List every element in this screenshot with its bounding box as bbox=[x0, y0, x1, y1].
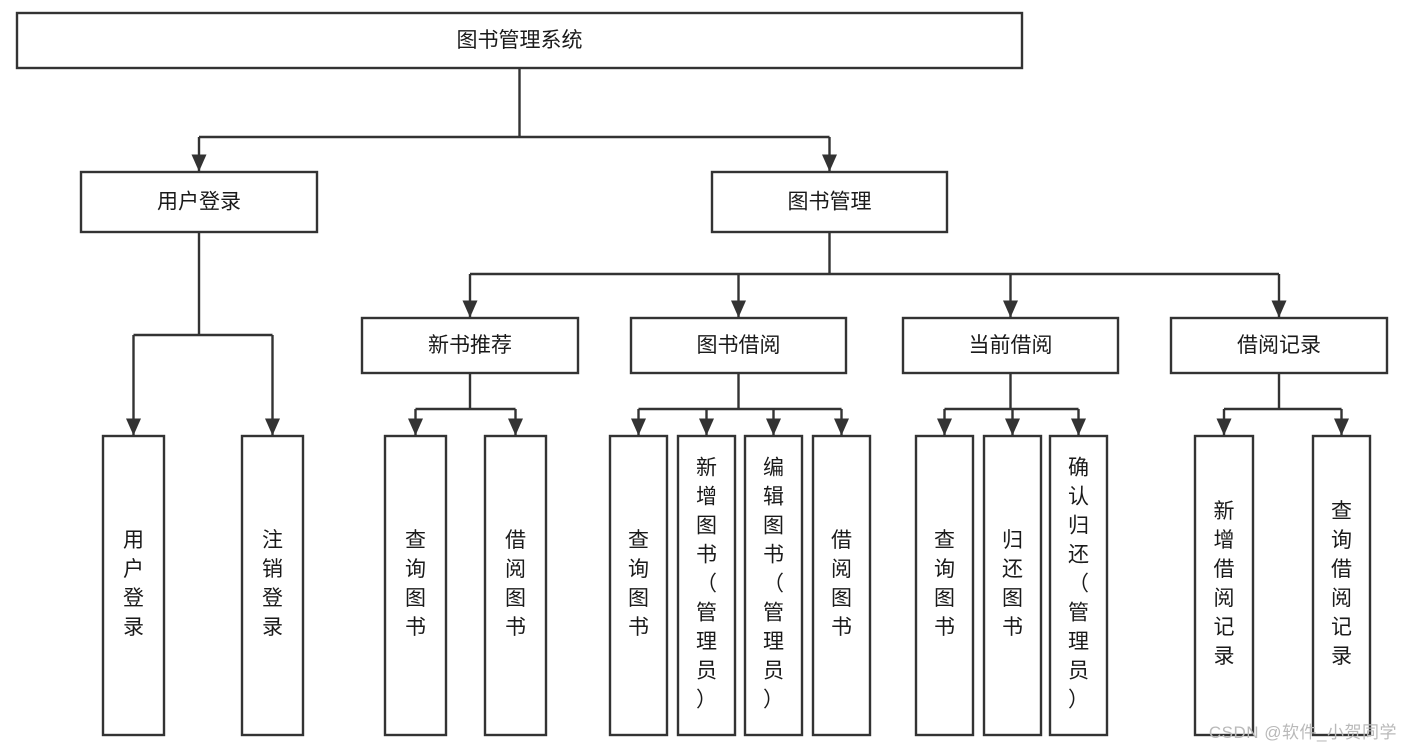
arrow-head-l3-0-0 bbox=[408, 418, 423, 436]
node-current-borrow[interactable]: 当前借阅 bbox=[901, 316, 1120, 375]
node-leaf-borrow-book-1[interactable]: 借阅图书 bbox=[483, 434, 548, 737]
arrow-head-l3-1-1 bbox=[699, 418, 714, 436]
node-box-book-manage bbox=[710, 170, 949, 234]
node-leaf-add-book-admin[interactable]: 新增图书（管理员） bbox=[676, 434, 737, 737]
node-box-leaf-query-book-2 bbox=[608, 434, 669, 737]
csdn-watermark: CSDN @软件_小贺同学 bbox=[1208, 723, 1397, 742]
arrow-head-book-manage-3 bbox=[1271, 300, 1287, 318]
node-box-borrow-record bbox=[1169, 316, 1389, 375]
node-box-leaf-add-book-admin bbox=[676, 434, 737, 737]
node-box-leaf-confirm-return-admin bbox=[1048, 434, 1109, 737]
node-user-login[interactable]: 用户登录 bbox=[79, 170, 319, 234]
edges-layer bbox=[126, 68, 1349, 436]
arrow-head-l3-2-2 bbox=[1071, 418, 1086, 436]
node-label-current-borrow: 当前借阅 bbox=[969, 334, 1053, 357]
arrow-head-l3-2-1 bbox=[1005, 418, 1020, 436]
node-box-leaf-borrow-book-2 bbox=[811, 434, 872, 737]
arrow-head-l3-0-1 bbox=[508, 418, 523, 436]
node-label-leaf-borrow-book-2: 借阅图书 bbox=[831, 529, 852, 639]
node-leaf-borrow-book-2[interactable]: 借阅图书 bbox=[811, 434, 872, 737]
node-leaf-logout[interactable]: 注销登录 bbox=[240, 434, 305, 737]
node-box-book-borrow bbox=[629, 316, 848, 375]
arrow-head-root-0 bbox=[191, 154, 207, 172]
node-label-book-borrow: 图书借阅 bbox=[697, 334, 781, 357]
arrow-head-book-manage-0 bbox=[462, 300, 478, 318]
node-label-leaf-query-book-2: 查询图书 bbox=[628, 529, 649, 639]
node-label-leaf-edit-book-admin: 编辑图书（管理员） bbox=[763, 457, 784, 712]
node-label-leaf-borrow-book-1: 借阅图书 bbox=[505, 529, 526, 639]
node-box-leaf-query-borrow-record bbox=[1311, 434, 1372, 737]
node-box-root bbox=[15, 11, 1024, 70]
node-box-leaf-edit-book-admin bbox=[743, 434, 804, 737]
nodes-layer: 图书管理系统用户登录图书管理新书推荐图书借阅当前借阅借阅记录用户登录注销登录查询… bbox=[15, 11, 1389, 737]
arrow-head-l3-2-0 bbox=[937, 418, 952, 436]
node-box-current-borrow bbox=[901, 316, 1120, 375]
arrow-head-book-manage-1 bbox=[731, 300, 746, 318]
node-box-leaf-query-book-3 bbox=[914, 434, 975, 737]
arrow-head-l3-1-2 bbox=[766, 418, 781, 436]
node-label-new-book-recommend: 新书推荐 bbox=[428, 334, 512, 357]
node-label-leaf-return-book: 归还图书 bbox=[1002, 529, 1023, 639]
node-book-borrow[interactable]: 图书借阅 bbox=[629, 316, 848, 375]
node-label-book-manage: 图书管理 bbox=[788, 191, 872, 214]
node-leaf-query-book-2[interactable]: 查询图书 bbox=[608, 434, 669, 737]
arrow-head-root-1 bbox=[822, 154, 837, 172]
node-root[interactable]: 图书管理系统 bbox=[15, 11, 1024, 70]
node-label-leaf-add-borrow-record: 新增借阅记录 bbox=[1214, 500, 1235, 668]
arrow-head-user-login-1 bbox=[265, 418, 280, 436]
node-label-leaf-query-borrow-record: 查询借阅记录 bbox=[1331, 500, 1352, 668]
node-box-leaf-borrow-book-1 bbox=[483, 434, 548, 737]
node-label-user-login: 用户登录 bbox=[157, 191, 241, 214]
arrow-head-l3-3-1 bbox=[1334, 418, 1349, 436]
node-new-book-recommend[interactable]: 新书推荐 bbox=[360, 316, 580, 375]
node-book-manage[interactable]: 图书管理 bbox=[710, 170, 949, 234]
node-box-user-login bbox=[79, 170, 319, 234]
node-leaf-confirm-return-admin[interactable]: 确认归还（管理员） bbox=[1048, 434, 1109, 737]
node-leaf-edit-book-admin[interactable]: 编辑图书（管理员） bbox=[743, 434, 804, 737]
node-box-leaf-logout bbox=[240, 434, 305, 737]
node-label-leaf-logout: 注销登录 bbox=[262, 529, 283, 639]
node-leaf-user-login[interactable]: 用户登录 bbox=[101, 434, 166, 737]
node-box-new-book-recommend bbox=[360, 316, 580, 375]
node-label-leaf-confirm-return-admin: 确认归还（管理员） bbox=[1068, 457, 1089, 712]
arrow-head-user-login-0 bbox=[126, 418, 141, 436]
arrow-head-l3-1-3 bbox=[834, 418, 849, 436]
node-box-leaf-return-book bbox=[982, 434, 1043, 737]
node-label-leaf-query-book-1: 查询图书 bbox=[405, 529, 426, 639]
node-leaf-query-book-1[interactable]: 查询图书 bbox=[383, 434, 448, 737]
arrow-head-l3-3-0 bbox=[1216, 418, 1232, 436]
node-leaf-query-borrow-record[interactable]: 查询借阅记录 bbox=[1311, 434, 1372, 737]
node-leaf-return-book[interactable]: 归还图书 bbox=[982, 434, 1043, 737]
node-box-leaf-user-login bbox=[101, 434, 166, 737]
node-label-leaf-query-book-3: 查询图书 bbox=[934, 529, 955, 639]
node-label-leaf-add-book-admin: 新增图书（管理员） bbox=[696, 457, 717, 712]
node-borrow-record[interactable]: 借阅记录 bbox=[1169, 316, 1389, 375]
node-leaf-add-borrow-record[interactable]: 新增借阅记录 bbox=[1193, 434, 1255, 737]
arrow-head-l3-1-0 bbox=[631, 418, 646, 436]
node-box-leaf-add-borrow-record bbox=[1193, 434, 1255, 737]
node-box-leaf-query-book-1 bbox=[383, 434, 448, 737]
node-label-root: 图书管理系统 bbox=[457, 29, 583, 52]
node-leaf-query-book-3[interactable]: 查询图书 bbox=[914, 434, 975, 737]
node-label-leaf-user-login: 用户登录 bbox=[123, 529, 144, 639]
arrow-head-book-manage-2 bbox=[1003, 300, 1018, 318]
node-label-borrow-record: 借阅记录 bbox=[1237, 334, 1321, 357]
